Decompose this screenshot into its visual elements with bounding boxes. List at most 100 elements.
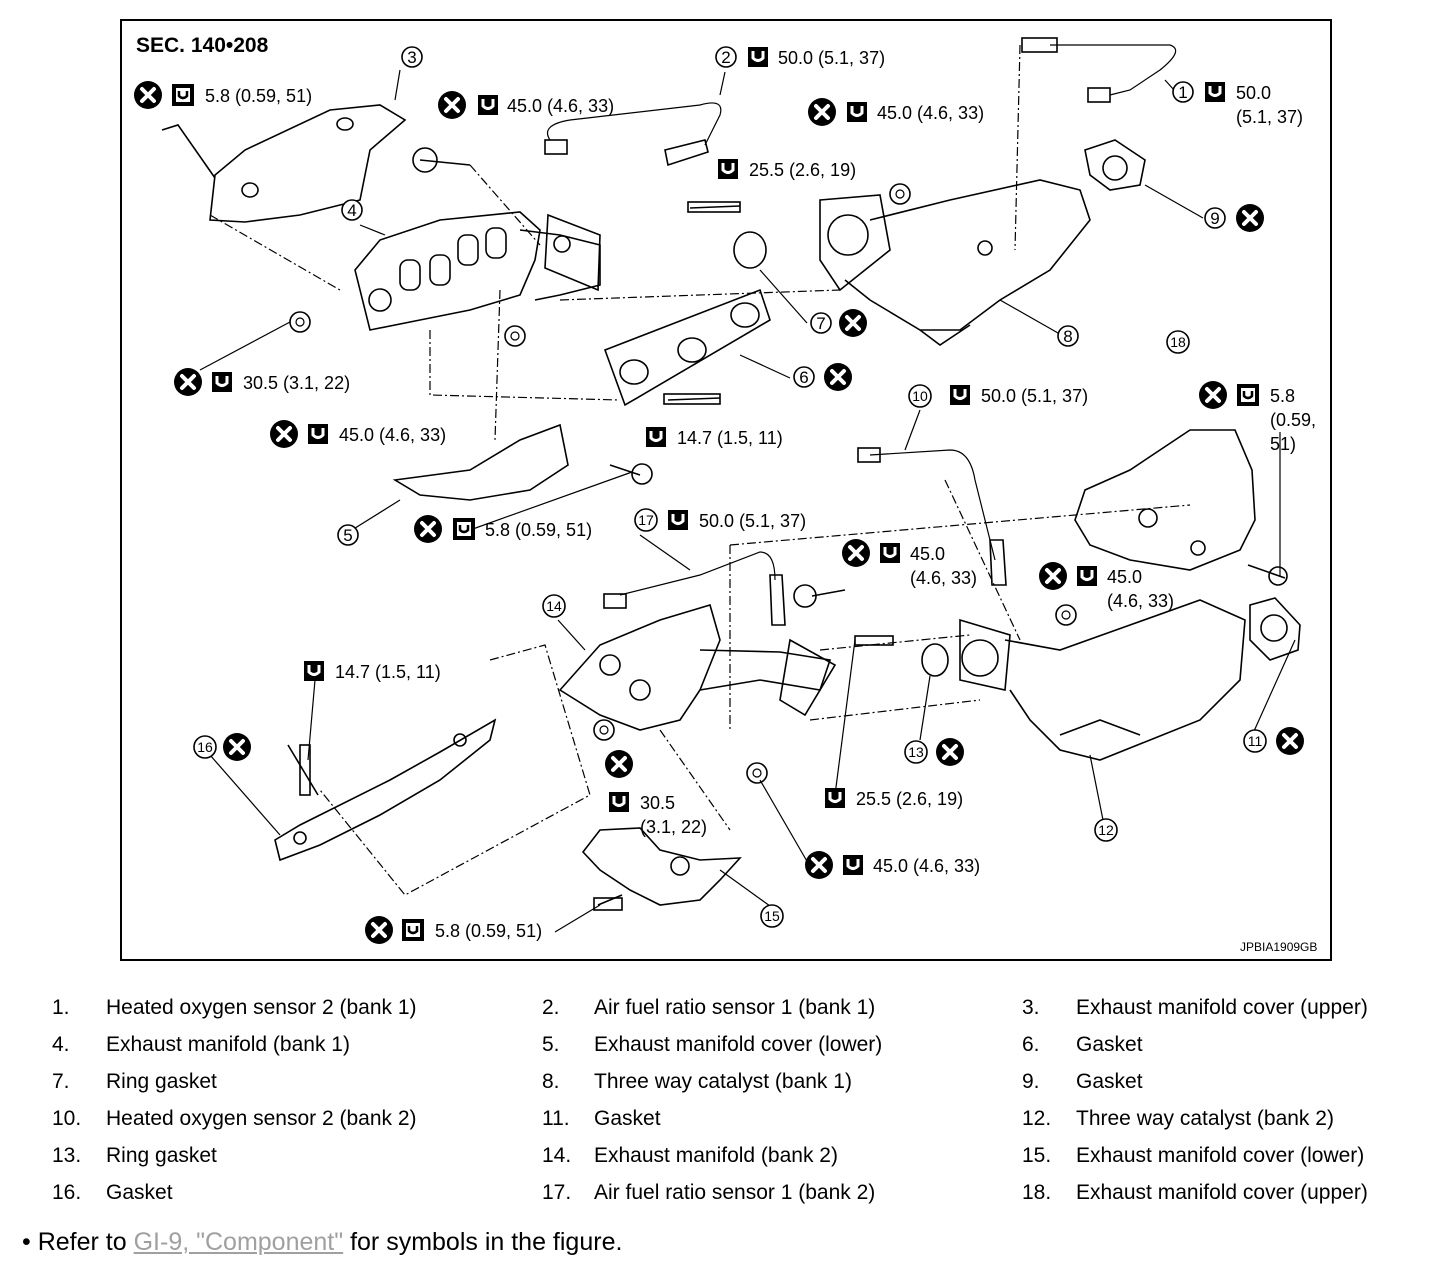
exhaust-manifold-bank2 (558, 604, 837, 731)
legend-item-name: Heated oxygen sensor 2 (bank 2) (106, 1107, 417, 1130)
legend-item-name: Heated oxygen sensor 2 (bank 1) (106, 996, 417, 1019)
legend-item: 6. Gasket (1022, 1033, 1143, 1056)
svg-text:12: 12 (1098, 822, 1114, 838)
gasket-16 (274, 718, 497, 862)
gasket-11 (1249, 597, 1301, 661)
torque-callouts: 50.0 (5.1, 37) 50.0 (5.1, 37) 5.8 (0.59,… (132, 45, 1316, 946)
svg-text:2: 2 (721, 48, 730, 67)
part-number-16 (193, 735, 217, 759)
part-number-14 (542, 594, 566, 618)
torque-c19: 45.0 (4.6, 33) (873, 856, 980, 876)
part-number-13 (904, 740, 928, 764)
legend-item: 7. Ring gasket (52, 1070, 217, 1093)
part-number-2 (715, 46, 737, 68)
legend-item: 9. Gasket (1022, 1070, 1143, 1093)
part-number-1 (1172, 81, 1194, 103)
legend-item: 16. Gasket (52, 1181, 173, 1204)
legend-item-name: Exhaust manifold cover (upper) (1076, 996, 1368, 1019)
torque-c15b: (4.6, 33) (1107, 591, 1174, 611)
part-number-4 (341, 199, 363, 221)
leader-lines (199, 44, 1296, 933)
legend-item-name: Ring gasket (106, 1144, 217, 1167)
svg-text:9: 9 (1210, 209, 1219, 228)
legend-item-name: Air fuel ratio sensor 1 (bank 2) (594, 1181, 876, 1204)
legend-item: 4. Exhaust manifold (bank 1) (52, 1033, 350, 1056)
bolts-bank2 (287, 564, 1288, 911)
ring-gasket-13 (921, 643, 949, 677)
legend-item-name: Ring gasket (106, 1070, 217, 1093)
legend-item-name: Gasket (1076, 1070, 1143, 1093)
torque-c5: 45.0 (4.6, 33) (877, 103, 984, 123)
exhaust-manifold-cover-lower-bank1 (392, 423, 569, 501)
legend-item-name: Air fuel ratio sensor 1 (bank 1) (594, 996, 876, 1019)
part-number-markers: 1 2 3 4 5 6 7 8 9 10 11 12 13 14 15 16 1… (193, 46, 1267, 928)
torque-c8: 45.0 (4.6, 33) (339, 425, 446, 445)
three-way-catalyst-bank2 (959, 599, 1246, 761)
legend-item-name: Gasket (1076, 1033, 1143, 1056)
svg-text:18: 18 (1170, 334, 1186, 350)
torque-c16: 14.7 (1.5, 11) (335, 662, 441, 682)
torque-c11: 50.0 (5.1, 37) (699, 511, 806, 531)
legend-item: 5. Exhaust manifold cover (lower) (542, 1033, 883, 1056)
part-number-6 (793, 366, 815, 388)
part-number-17 (634, 508, 658, 532)
part-number-7 (810, 312, 832, 334)
legend-item: 2. Air fuel ratio sensor 1 (bank 1) (542, 996, 876, 1019)
torque-c10: 5.8 (0.59, 51) (485, 520, 592, 540)
figure-code: JPBIA1909GB (1240, 940, 1317, 954)
torque-c14a: 45.0 (910, 544, 945, 564)
legend-item-name: Gasket (594, 1107, 661, 1130)
legend-item: 1. Heated oxygen sensor 2 (bank 1) (52, 996, 417, 1019)
torque-c14b: (4.6, 33) (910, 568, 977, 588)
diagram-frame (120, 19, 1332, 961)
svg-text:5: 5 (343, 526, 352, 545)
part-number-5 (337, 524, 359, 546)
torque-c9: 14.7 (1.5, 11) (677, 428, 783, 448)
part-number-18 (1166, 330, 1190, 354)
heated-oxygen-sensor-bank2 (857, 447, 1007, 586)
bolts-bank1 (161, 124, 741, 485)
air-fuel-ratio-sensor-bank2 (603, 551, 786, 626)
component-reference-link[interactable]: GI-9, "Component" (133, 1228, 344, 1256)
legend-item: 3. Exhaust manifold cover (upper) (1022, 996, 1368, 1019)
torque-c6: 25.5 (2.6, 19) (749, 160, 856, 180)
svg-text:1: 1 (1178, 83, 1187, 102)
legend-item: 11. Gasket (542, 1107, 661, 1130)
torque-c1: 50.0 (1236, 83, 1271, 103)
legend-item-name: Three way catalyst (bank 2) (1076, 1107, 1334, 1130)
exhaust-manifold-cover-upper-bank1 (209, 104, 407, 223)
gasket-6 (603, 288, 771, 407)
torque-c12b: (0.59, (1270, 410, 1316, 430)
legend-item: 18. Exhaust manifold cover (upper) (1022, 1181, 1368, 1204)
torque-c12a: 5.8 (1270, 386, 1295, 406)
torque-c20: 5.8 (0.59, 51) (435, 921, 542, 941)
torque-c7: 30.5 (3.1, 22) (243, 373, 350, 393)
legend-item-name: Three way catalyst (bank 1) (594, 1070, 852, 1093)
legend-item: 8. Three way catalyst (bank 1) (542, 1070, 852, 1093)
part-number-10 (908, 384, 932, 408)
legend-item: 17. Air fuel ratio sensor 1 (bank 2) (542, 1181, 876, 1204)
gasket-9 (1084, 139, 1146, 191)
svg-text:11: 11 (1248, 733, 1263, 749)
torque-c13: 50.0 (5.1, 37) (981, 386, 1088, 406)
legend-item: 15. Exhaust manifold cover (lower) (1022, 1144, 1365, 1167)
section-label: SEC. 140•208 (136, 34, 269, 57)
legend-item: 10. Heated oxygen sensor 2 (bank 2) (52, 1107, 417, 1130)
legend-item: 12. Three way catalyst (bank 2) (1022, 1107, 1334, 1130)
svg-text:10: 10 (912, 388, 928, 404)
exhaust-manifold-cover-lower-bank2 (581, 827, 742, 906)
torque-c3: 5.8 (0.59, 51) (205, 86, 312, 106)
part-number-8 (1057, 325, 1079, 347)
svg-text:3: 3 (407, 48, 416, 67)
part-number-9 (1204, 207, 1226, 229)
legend-item-name: Exhaust manifold cover (lower) (594, 1033, 883, 1056)
exhaust-components-diagram: SEC. 140•208 JPBIA1909GB (120, 19, 1332, 961)
part-number-15 (760, 904, 784, 928)
legend-item: 14. Exhaust manifold (bank 2) (542, 1144, 838, 1167)
note-suffix: for symbols in the figure. (350, 1228, 623, 1256)
torque-c17b: (3.1, 22) (640, 817, 707, 837)
svg-text:6: 6 (799, 368, 808, 387)
svg-text:7: 7 (816, 314, 825, 333)
svg-text:16: 16 (197, 739, 213, 755)
legend-item-name: Exhaust manifold (bank 2) (594, 1144, 838, 1167)
